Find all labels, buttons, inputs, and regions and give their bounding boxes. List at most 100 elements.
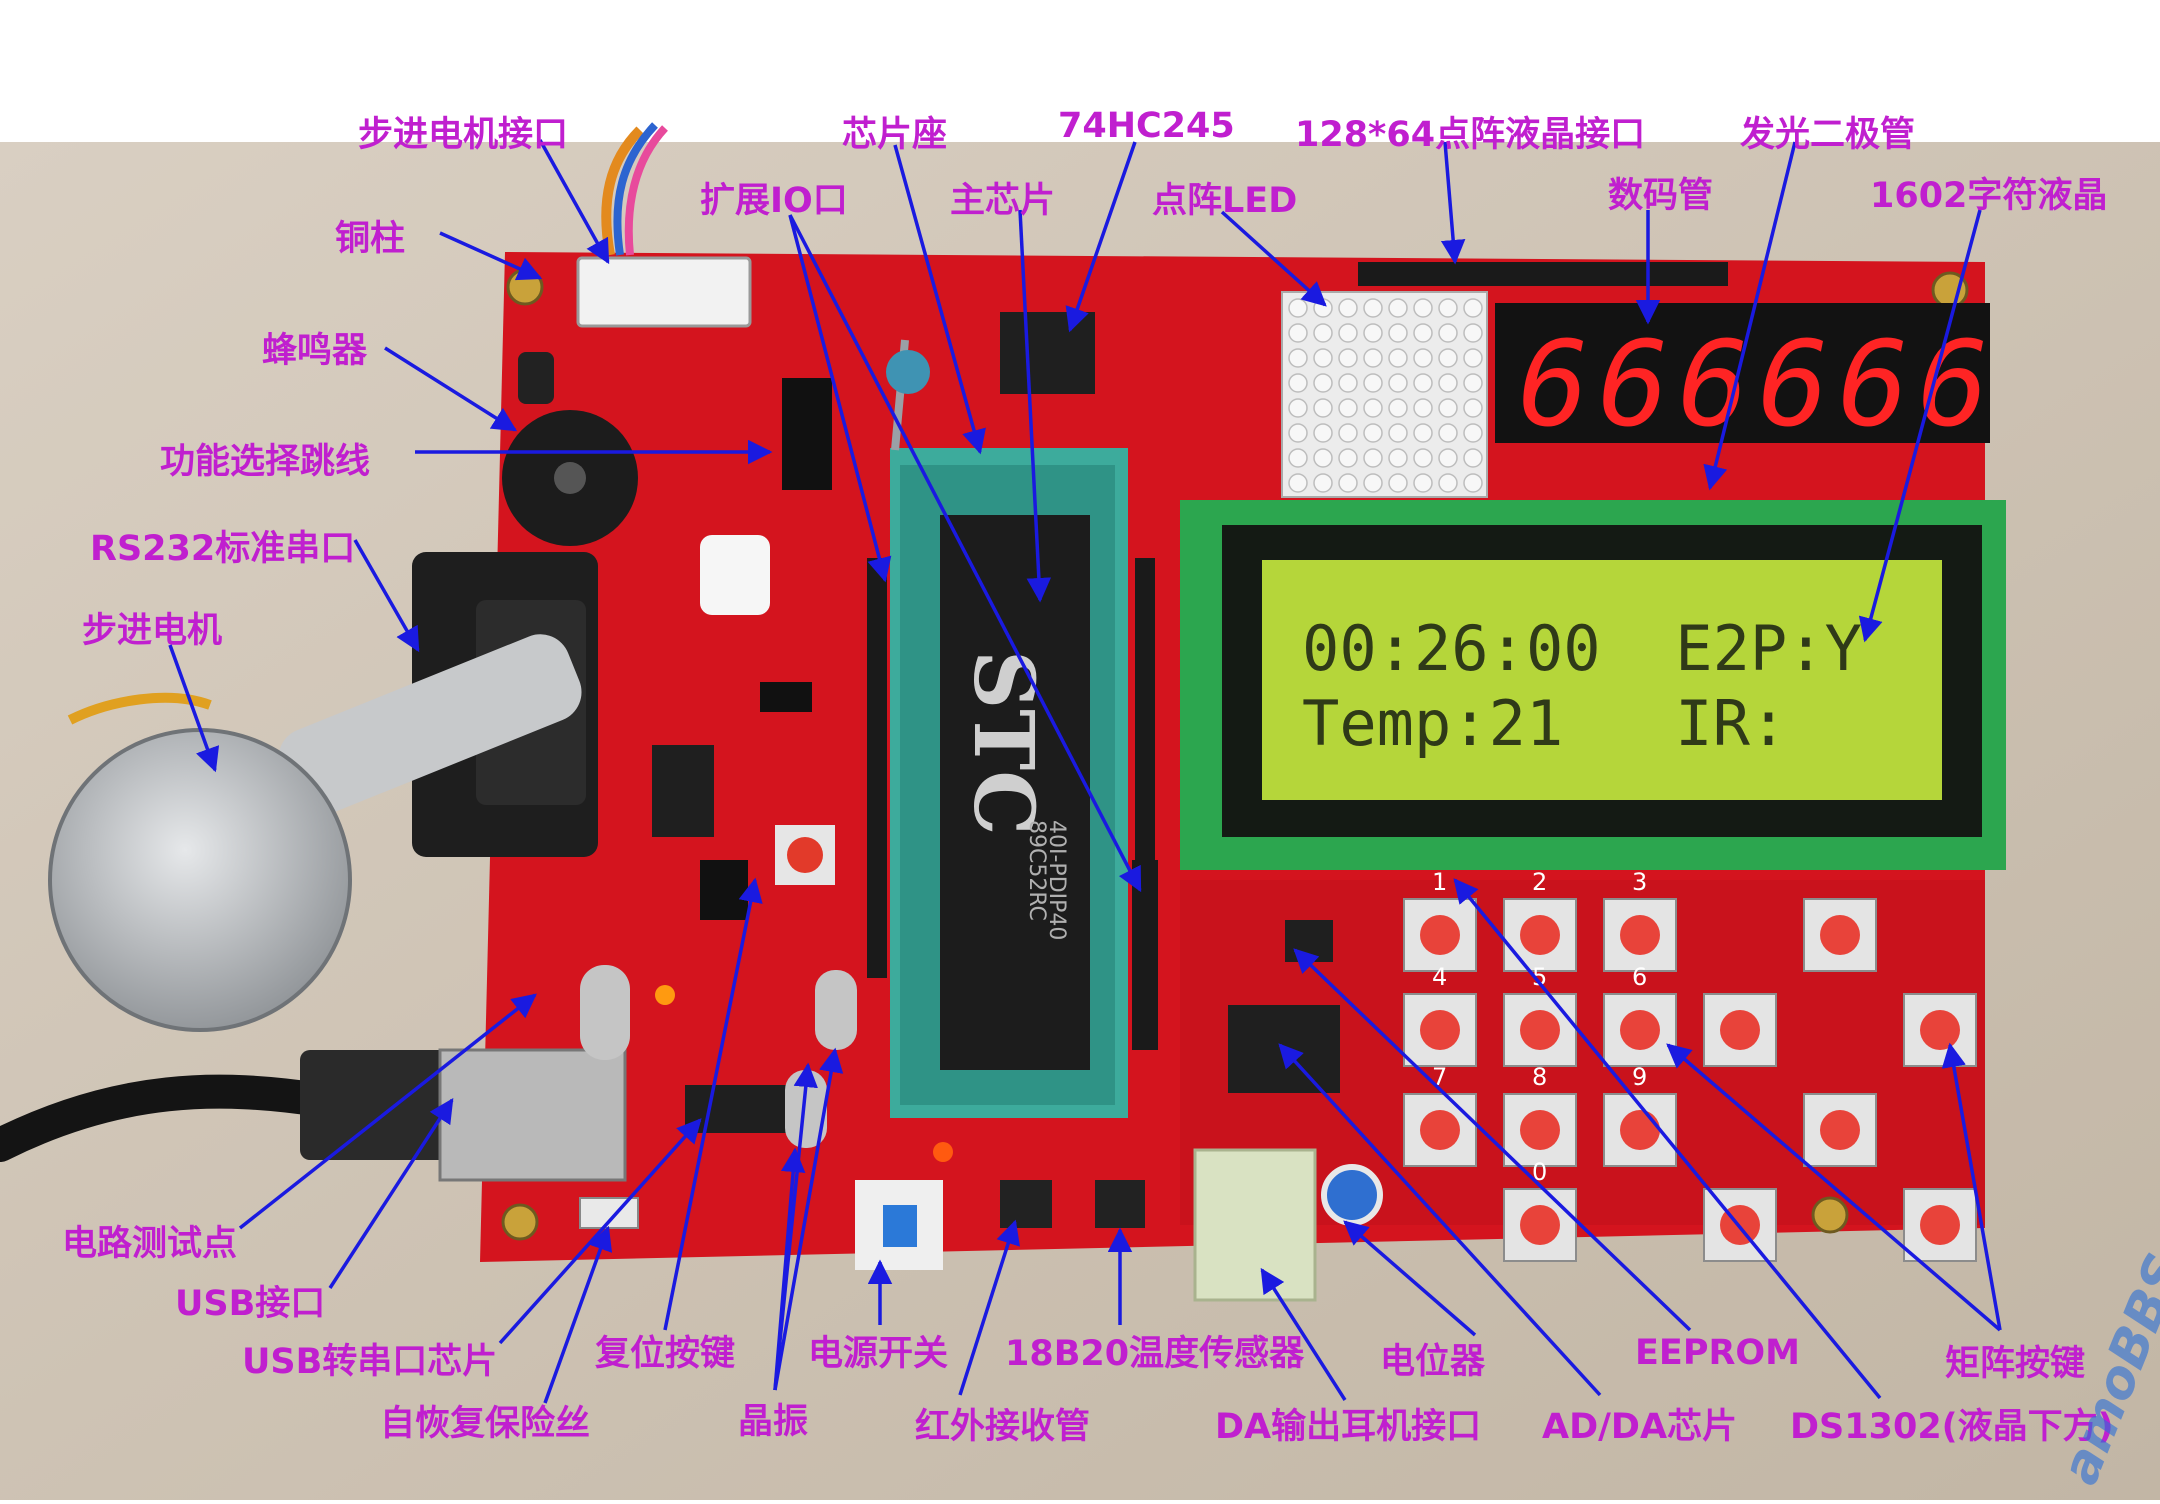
label-crystal: 晶振: [738, 1402, 809, 1442]
key-number: 4: [1432, 963, 1447, 991]
callout-arrow: [1260, 1267, 1347, 1401]
hc245-chip: [1000, 312, 1095, 394]
label-reset-button: 复位按键: [595, 1334, 736, 1374]
dot-led: [1288, 323, 1308, 343]
max232-chip: [652, 745, 714, 837]
da-jack: [1193, 1148, 1317, 1302]
label-da-jack: DA输出耳机接口: [1215, 1407, 1482, 1447]
callout-arrow: [1065, 141, 1137, 333]
lcd-line-1: 00:26:00 E2P:Y: [1302, 612, 1862, 685]
key-cap: [1720, 1010, 1760, 1050]
io-header-left: [867, 558, 887, 978]
crystal-2: [785, 1070, 827, 1148]
io-header-bottom: [1132, 860, 1158, 1050]
dot-led: [1463, 298, 1483, 318]
callout-arrow: [353, 539, 420, 653]
key-number: 0: [1532, 1158, 1547, 1186]
key-number: 2: [1532, 868, 1547, 896]
label-test-point: 电路测试点: [62, 1224, 238, 1264]
dot-led: [1438, 398, 1458, 418]
dot-led: [1438, 323, 1458, 343]
dot-led: [1463, 473, 1483, 493]
key-cap: [1620, 915, 1660, 955]
jumper-block: [782, 378, 832, 490]
label-jumper: 功能选择跳线: [160, 442, 371, 482]
dot-led: [1413, 423, 1433, 443]
mcu-model: 89C52RC: [1024, 820, 1049, 921]
dot-led: [1413, 373, 1433, 393]
dot-led: [1288, 448, 1308, 468]
potentiometer: [1321, 1164, 1383, 1226]
dot-led: [1363, 398, 1383, 418]
dot-led: [1363, 323, 1383, 343]
crystal-3: [815, 970, 857, 1050]
dot-led: [1438, 423, 1458, 443]
label-temp-sensor: 18B20温度传感器: [1005, 1334, 1305, 1374]
key-number: 1: [1432, 868, 1447, 896]
key-cap: [1520, 1110, 1560, 1150]
seg-digit: 6: [1838, 315, 1909, 453]
label-seg7: 数码管: [1608, 176, 1714, 216]
callout-arrow: [1666, 1043, 2002, 1332]
label-power-switch: 电源开关: [808, 1334, 949, 1374]
dot-matrix-dots: [1288, 298, 1483, 493]
dot-matrix-led: [1281, 291, 1488, 498]
callout-arrow: [439, 231, 543, 281]
dot-led: [1438, 348, 1458, 368]
dot-led: [1388, 348, 1408, 368]
dot-led: [1388, 373, 1408, 393]
usb-serial-chip: [685, 1085, 795, 1133]
callout-arrow: [1343, 1220, 1477, 1337]
seg-digit: 6: [1758, 315, 1829, 453]
label-potentiometer: 电位器: [1380, 1342, 1486, 1382]
key-number: 8: [1532, 1063, 1547, 1091]
dot-led: [1413, 323, 1433, 343]
label-ds1302: DS1302(液晶下方): [1790, 1407, 2114, 1447]
dot-led: [1363, 473, 1383, 493]
callout-arrow: [168, 644, 220, 773]
label-rs232: RS232标准串口: [90, 529, 356, 569]
key-number: 3: [1632, 868, 1647, 896]
key-number: 9: [1632, 1063, 1647, 1091]
usb-cable: [0, 1074, 337, 1162]
dot-led: [1438, 473, 1458, 493]
key-cap: [1820, 1110, 1860, 1150]
callout-arrow: [1220, 210, 1327, 307]
brand-logo: [700, 535, 770, 615]
label-fuse: 自恢复保险丝: [380, 1404, 591, 1444]
key-cap: [1620, 1010, 1660, 1050]
label-hc245: 74HC245: [1058, 106, 1235, 146]
dot-led: [1438, 448, 1458, 468]
dot-led: [1413, 348, 1433, 368]
dot-led: [1388, 423, 1408, 443]
dot-led: [1338, 423, 1358, 443]
dot-led: [1463, 398, 1483, 418]
usb-plug: [300, 1050, 450, 1160]
key-cap: [1920, 1205, 1960, 1245]
dot-led: [1338, 473, 1358, 493]
label-matrix-keys: 矩阵按键: [1945, 1344, 2086, 1384]
dot-led: [1313, 323, 1333, 343]
label-main-chip: 主芯片: [950, 181, 1056, 221]
callout-arrow: [1858, 209, 1982, 643]
dot-led: [1388, 473, 1408, 493]
matrix-keys: [1403, 898, 1977, 1262]
label-dot-led: 点阵LED: [1152, 181, 1298, 221]
key-cap: [1420, 1010, 1460, 1050]
seven-segment-display: [1495, 303, 1990, 443]
callout-arrow: [773, 1147, 806, 1391]
key-number: 5: [1532, 963, 1547, 991]
dot-led: [1388, 448, 1408, 468]
dot-led: [1413, 398, 1433, 418]
seg-digit: 6: [1598, 315, 1669, 453]
label-lcd12864-port: 128*64点阵液晶接口: [1295, 115, 1646, 155]
key-cap: [1820, 915, 1860, 955]
dot-led: [1363, 373, 1383, 393]
callout-arrow: [384, 346, 518, 432]
key-cap: [1420, 1110, 1460, 1150]
lcd-line-2: Temp:21 IR:: [1302, 687, 1787, 760]
key-cap: [1420, 915, 1460, 955]
key-number: 6: [1632, 963, 1647, 991]
usb-port: [438, 1048, 627, 1182]
